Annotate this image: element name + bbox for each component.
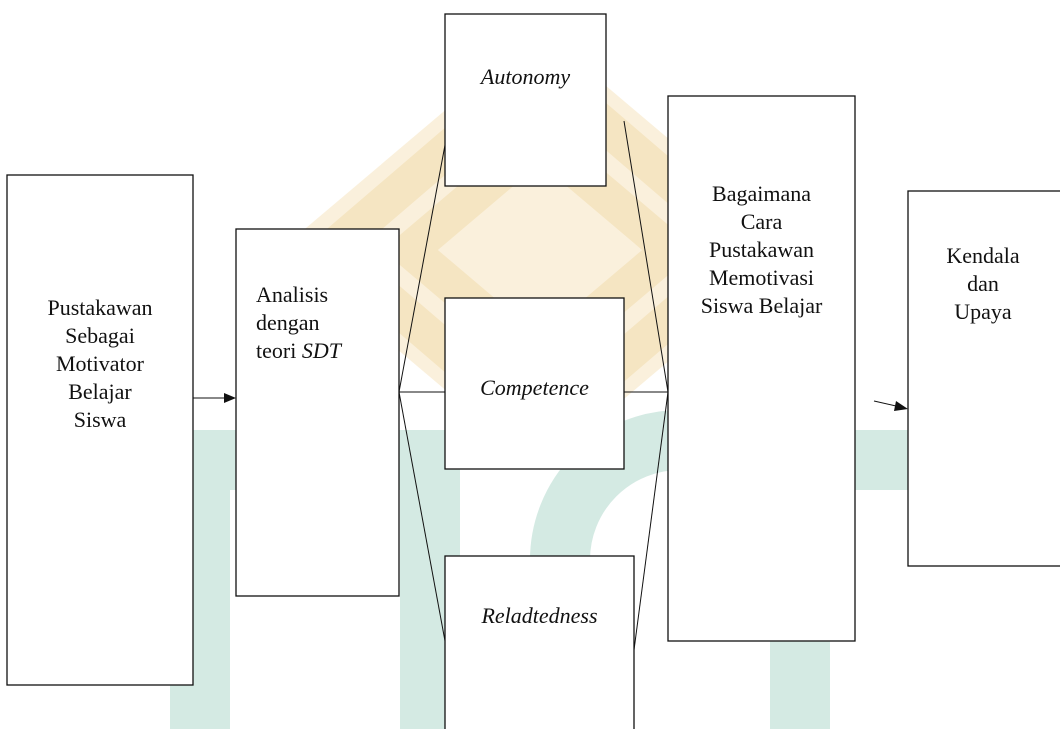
label-line: Siswa Belajar (700, 293, 823, 318)
label-line: Reladtedness (481, 603, 598, 628)
label-line: Competence (480, 375, 589, 400)
label-line: Memotivasi (708, 265, 815, 290)
label-line: Motivator (56, 351, 144, 376)
label-line: dengan (256, 310, 320, 335)
label-line: Kendala (946, 243, 1020, 268)
label-line: Cara (740, 209, 783, 234)
arrowhead-to-analisis (224, 393, 236, 403)
label-analisis-sdt: Analisis dengan teori SDT (256, 281, 396, 365)
box-reladtedness (444, 555, 635, 729)
box-competence (444, 297, 625, 470)
label-autonomy: Autonomy (445, 63, 606, 91)
label-teori: teori (256, 338, 302, 363)
label-pustakawan-motivator: Pustakawan Sebagai Motivator Belajar Sis… (7, 294, 193, 434)
label-line: Bagaimana (712, 181, 811, 206)
label-line: teori SDT (256, 337, 396, 365)
label-bagaimana-cara: Bagaimana Cara Pustakawan Memotivasi Sis… (668, 180, 855, 320)
label-line: dan (967, 271, 999, 296)
label-reladtedness: Reladtedness (445, 602, 634, 630)
label-kendala-upaya: Kendala dan Upaya (908, 242, 1058, 326)
label-line: Belajar (68, 379, 132, 404)
box-bagaimana-cara (667, 95, 856, 642)
label-line: Pustakawan (47, 295, 153, 320)
label-competence: Competence (445, 374, 624, 402)
label-line: Autonomy (480, 64, 571, 89)
label-line: Siswa (73, 407, 127, 432)
label-line: Analisis (256, 282, 329, 307)
arrowhead-to-kendala (894, 401, 908, 411)
label-line: Upaya (954, 299, 1012, 324)
label-sdt: SDT (301, 338, 341, 363)
box-kendala-upaya (907, 190, 1060, 567)
box-analisis-sdt (235, 228, 400, 597)
box-autonomy (444, 13, 607, 187)
label-line: Sebagai (65, 323, 135, 348)
connector-lines (193, 120, 908, 651)
box-pustakawan-motivator (6, 174, 194, 686)
label-line: Pustakawan (708, 237, 815, 262)
